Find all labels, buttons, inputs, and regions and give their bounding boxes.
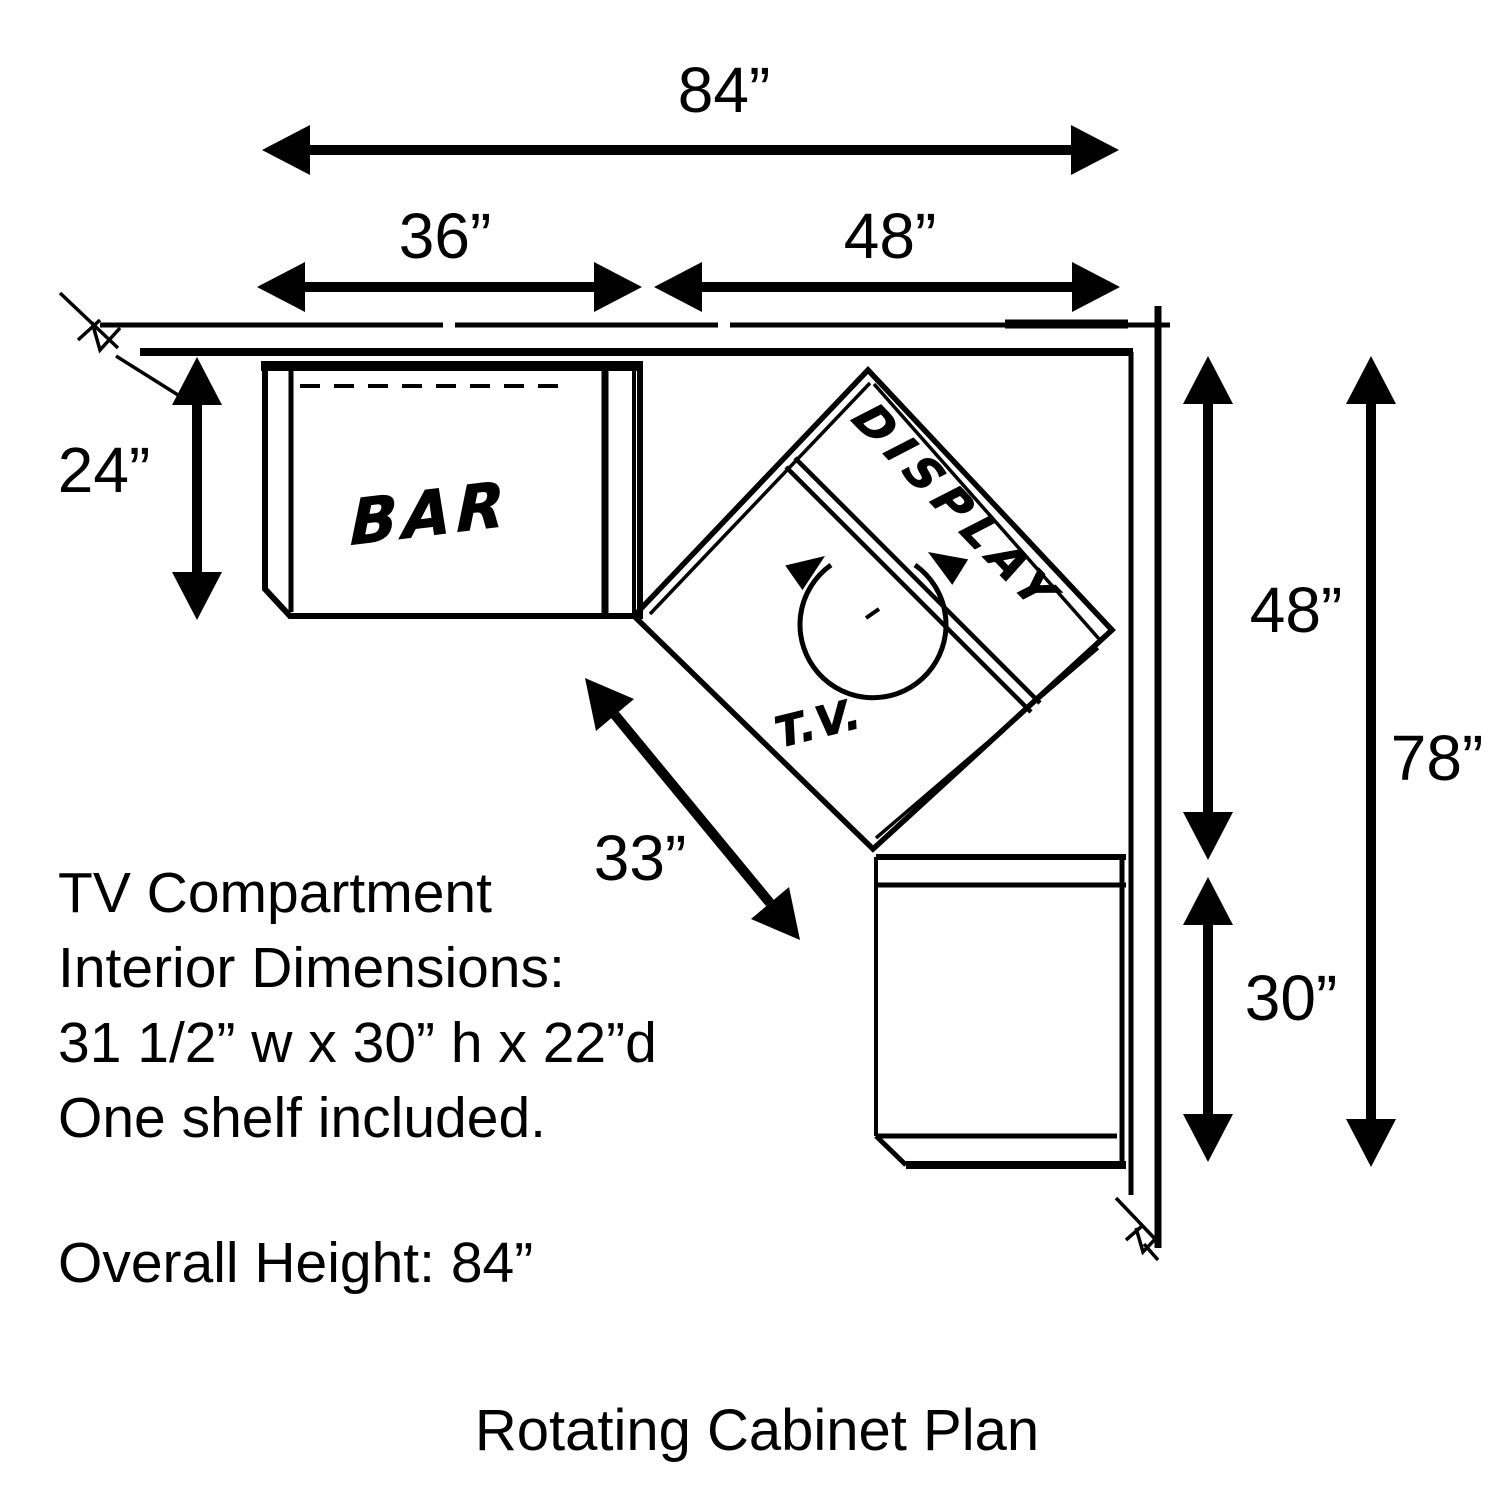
rotating-unit-outline (630, 365, 1116, 853)
dimension-right-lower: 30” (1183, 877, 1337, 1162)
note-line-2: Interior Dimensions: (58, 936, 565, 1000)
drawing-title: Rotating Cabinet Plan (475, 1398, 1039, 1463)
arrowhead-right (594, 262, 642, 312)
room-walls (58, 291, 1170, 1262)
bar-cabinet: BAR (261, 361, 643, 619)
arrowhead-bottom (1346, 1119, 1396, 1167)
dimension-right-upper: 48” (1183, 356, 1342, 860)
rotating-unit: DISPLAY T.V. (630, 365, 1116, 853)
rotating-unit-inner-top-left-edge (648, 381, 872, 616)
overall-height-note: Overall Height: 84” (58, 1231, 533, 1295)
arrowhead-left (654, 262, 702, 312)
dimension-overall-width: 84” (262, 54, 1119, 175)
arrowhead-top (1346, 356, 1396, 404)
bar-compartment-label: BAR (350, 467, 511, 560)
dimension-bar-depth: 24” (58, 357, 222, 620)
arrowhead-right (1072, 262, 1120, 312)
rotation-arrow-head-left (785, 556, 825, 591)
dimension-label-bar-depth: 24” (58, 434, 151, 506)
arrowhead-bottom (1183, 1114, 1233, 1162)
dimension-right-overall: 78” (1346, 356, 1483, 1167)
wall-break-hatch-top-left (58, 291, 187, 402)
rotation-center-tick (864, 607, 881, 620)
arrow-shaft (611, 711, 774, 907)
arrowhead-top (172, 357, 222, 405)
arrowhead-top (1183, 356, 1233, 404)
arrowhead-upper-left (585, 678, 634, 731)
dimension-label-rotating-unit: 33” (594, 822, 687, 894)
note-line-4: One shelf included. (58, 1086, 546, 1150)
arrowhead-lower-right (751, 887, 800, 940)
rotation-arrow-arc (797, 562, 949, 701)
arrowhead-bottom (172, 572, 222, 620)
arrowhead-right (1071, 125, 1119, 175)
display-compartment-label: DISPLAY (841, 394, 1073, 623)
note-line-1: TV Compartment (58, 861, 492, 925)
dimension-corner-section: 48” (654, 200, 1120, 312)
rotating-unit-inner-bottom-right-edge (874, 646, 1100, 840)
note-line-3: 31 1/2” w x 30” h x 22”d (58, 1011, 657, 1075)
tv-compartment-notes: TV Compartment Interior Dimensions: 31 1… (58, 861, 657, 1150)
dimension-label-right-lower: 30” (1245, 962, 1338, 1034)
tv-compartment-label: T.V. (770, 689, 867, 758)
tv-compartment-divider (784, 456, 1042, 714)
arrowhead-left (262, 125, 310, 175)
dimension-label-right-upper: 48” (1250, 574, 1343, 646)
dimension-rotating-unit: 33” (585, 678, 800, 940)
rotation-arrow-head-right (928, 552, 969, 585)
dimension-label-overall-width: 84” (678, 54, 771, 126)
arrowhead-bottom (1183, 812, 1233, 860)
lower-cabinet (874, 854, 1126, 1169)
dimension-label-bar-section: 36” (399, 200, 492, 272)
rotating-unit-inner-top-right-edge (872, 382, 1102, 642)
arrowhead-left (257, 262, 305, 312)
arrowhead-top (1183, 877, 1233, 925)
lower-cabinet-corner-chamfer (874, 1134, 908, 1167)
dimension-label-corner-section: 48” (844, 200, 937, 272)
dimension-bar-section: 36” (257, 200, 642, 312)
dimension-label-right-overall: 78” (1391, 722, 1484, 794)
wall-break-hatch-bottom-right (1114, 1196, 1160, 1262)
